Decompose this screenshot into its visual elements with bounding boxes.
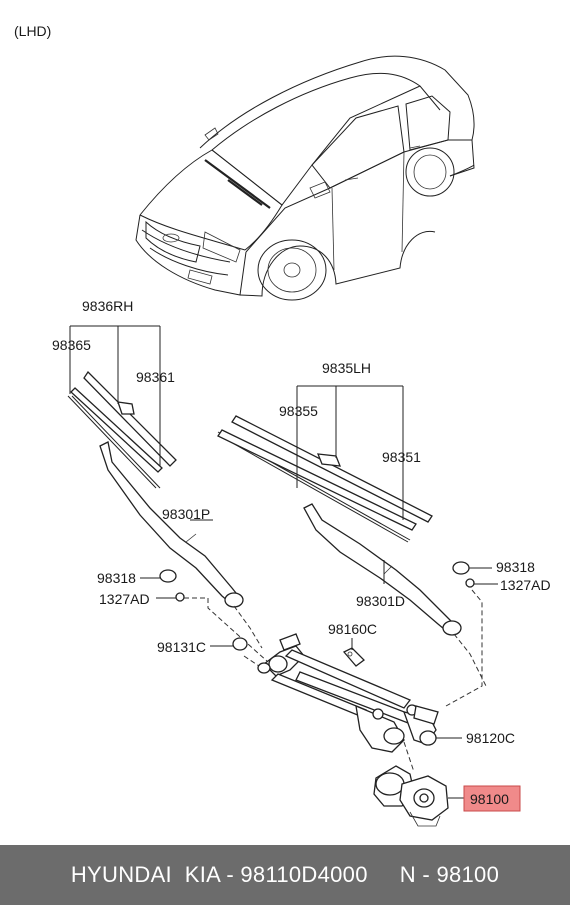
- rh-blade-label: 98361: [136, 369, 175, 385]
- driver-arm-label: 98301D: [356, 593, 405, 609]
- left-cap-label: 98318: [97, 570, 136, 586]
- right-cap-label: 98318: [496, 559, 535, 575]
- passenger-arm: 98301P: [99, 441, 244, 608]
- linkage-label: 98120C: [466, 730, 515, 746]
- left-nut: 1327AD: [99, 591, 185, 607]
- linkage-assembly: 98120C: [257, 633, 515, 753]
- lh-refill-label: 98355: [279, 403, 318, 419]
- left-nut-label: 1327AD: [99, 591, 150, 607]
- right-nut-label: 1327AD: [500, 577, 551, 593]
- right-cap: 98318: [452, 559, 535, 575]
- left-cap: 98318: [97, 569, 177, 586]
- footer-brand-part: HYUNDAI KIA - 98110D4000: [70, 862, 368, 887]
- lh-blade-group: 9835LH 98355 98351: [217, 360, 433, 543]
- drive-side-label: (LHD): [14, 23, 51, 39]
- passenger-arm-label: 98301P: [162, 506, 210, 522]
- bracket: 98160C: [328, 621, 377, 667]
- footer-bar: HYUNDAI KIA - 98110D4000 N - 98100: [0, 845, 570, 905]
- rh-refill-label: 98365: [52, 337, 91, 353]
- pivot-cap: 98131C: [157, 637, 248, 655]
- motor-highlight-box: [463, 785, 521, 812]
- footer-number: N - 98100: [367, 862, 500, 887]
- bracket-label: 98160C: [328, 621, 377, 637]
- car-illustration: [135, 55, 475, 301]
- driver-arm: 98301D: [303, 503, 462, 636]
- rh-blade-group: 9836RH 98365 98361: [52, 298, 177, 489]
- pivot-cap-label: 98131C: [157, 639, 206, 655]
- wiper-motor: 98100: [373, 765, 521, 827]
- motor-label: 98100: [470, 791, 509, 807]
- lh-assembly-label: 9835LH: [322, 360, 371, 376]
- lh-blade-label: 98351: [382, 449, 421, 465]
- rh-assembly-label: 9836RH: [82, 298, 133, 314]
- parts-diagram: (LHD): [14, 23, 551, 827]
- right-nut: 1327AD: [465, 577, 551, 593]
